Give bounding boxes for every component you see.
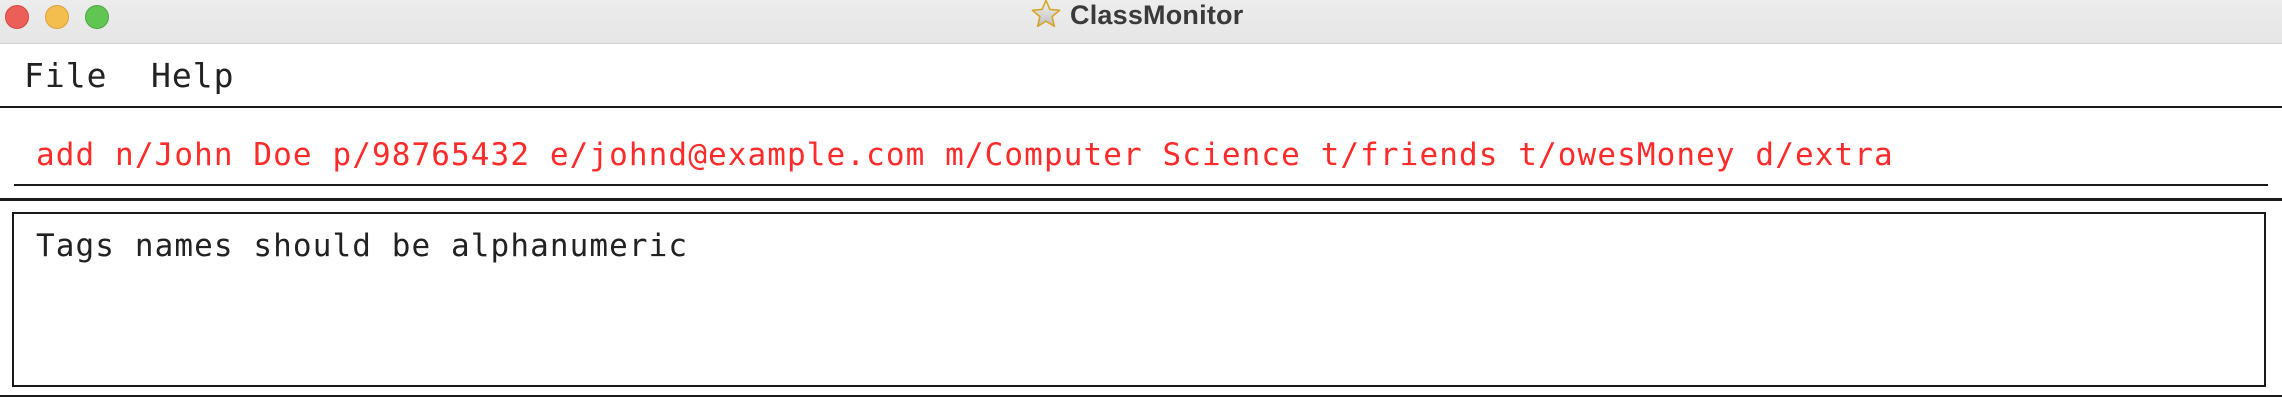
menu-file[interactable]: File (24, 56, 108, 95)
window-title-group: ClassMonitor (1030, 0, 1243, 30)
result-message: Tags names should be alphanumeric (36, 228, 689, 264)
menu-bar: File Help (0, 44, 2282, 108)
section-divider (0, 198, 2282, 201)
bottom-divider (0, 395, 2282, 397)
star-icon (1031, 0, 1061, 28)
command-box-area (0, 108, 2282, 198)
close-window-button[interactable] (5, 5, 29, 29)
result-display[interactable]: Tags names should be alphanumeric (12, 212, 2266, 387)
command-input[interactable] (14, 126, 2268, 186)
zoom-window-button[interactable] (85, 5, 109, 29)
window-title: ClassMonitor (1070, 0, 1244, 30)
window-titlebar: ClassMonitor (0, 0, 2282, 44)
minimize-window-button[interactable] (45, 5, 69, 29)
menu-help[interactable]: Help (151, 56, 235, 95)
